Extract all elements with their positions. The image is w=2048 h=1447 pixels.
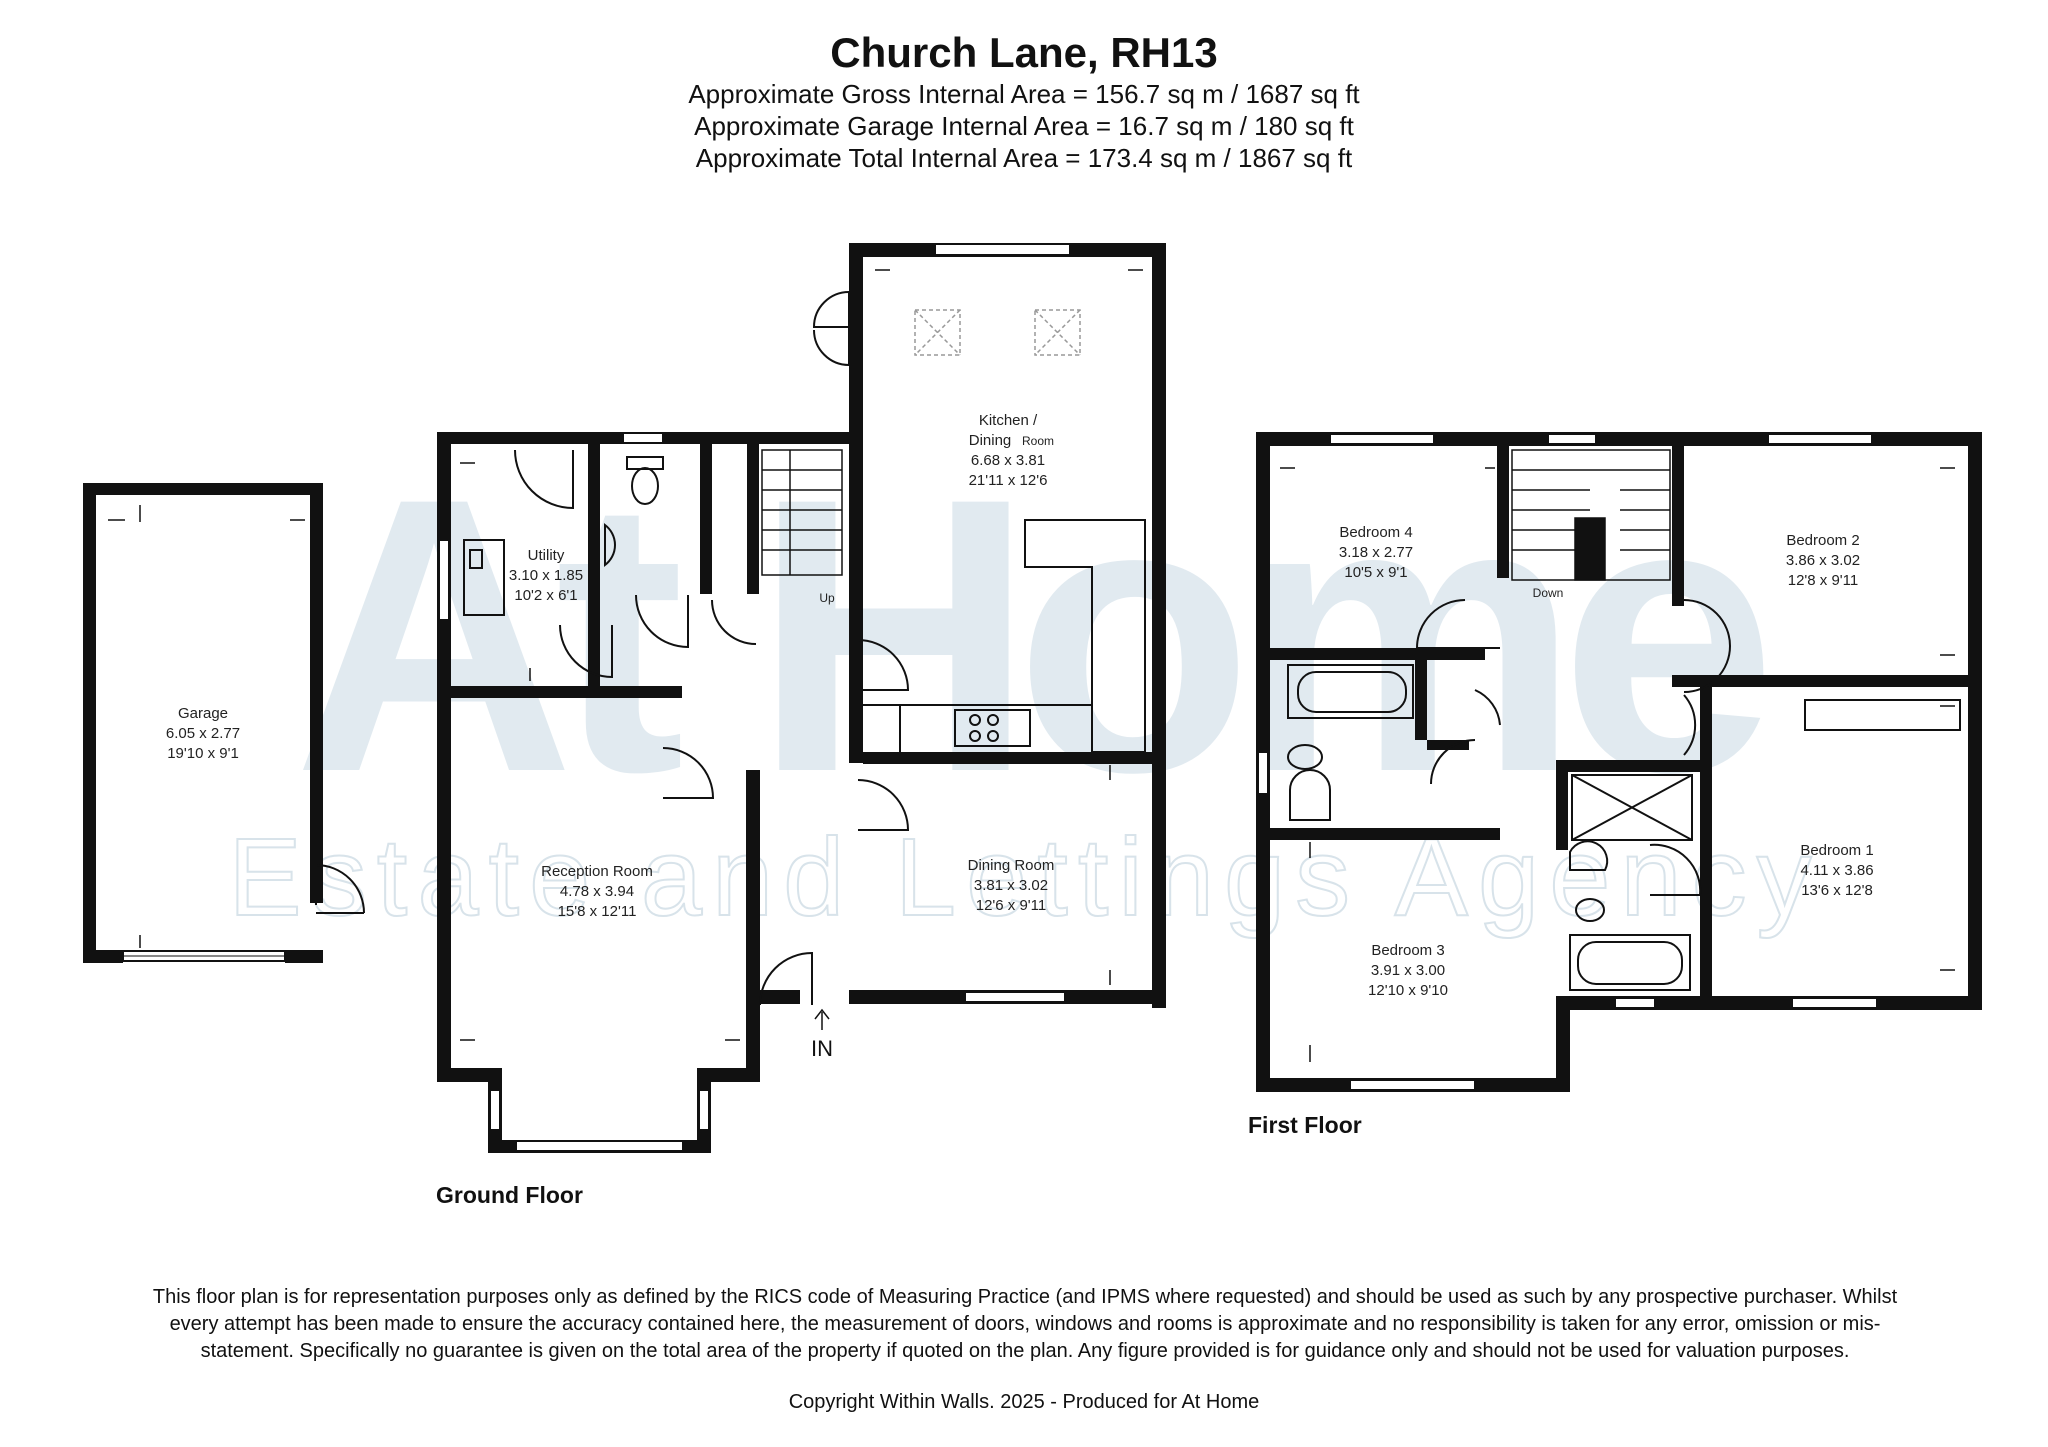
rooflights [914,309,1081,356]
first-doors [1415,599,1731,896]
utility-window [438,432,664,621]
kitchen-name-line1: Kitchen / [979,412,1038,429]
label-utility: Utility 3.10 x 1.85 10'2 x 6'1 [509,547,583,604]
bedroom4-imperial: 10'5 x 9'1 [1344,564,1407,581]
reception-imperial: 15'8 x 12'11 [558,903,637,920]
entrance-arrow-icon [814,1008,830,1030]
first-floor-label: First Floor [1248,1112,1362,1138]
ground-doors [514,449,910,1006]
garage-imperial: 19'10 x 9'1 [167,745,239,762]
total-area: Approximate Total Internal Area = 173.4 … [695,143,1353,173]
garage-door [122,950,286,962]
copyright-text: Copyright Within Walls. 2025 - Produced … [788,1391,1260,1413]
stairs-up-label: Up [819,591,835,605]
garage-metric: 6.05 x 2.77 [166,725,240,742]
bedroom1-imperial: 13'6 x 12'8 [1801,882,1873,899]
dining-window [964,991,1066,1003]
label-bedroom3: Bedroom 3 3.91 x 3.00 12'10 x 9'10 [1368,942,1448,999]
kitchen-worktop [863,519,1146,753]
reception-metric: 4.78 x 3.94 [560,883,634,900]
plan-header: Church Lane, RH13 Approximate Gross Inte… [0,28,2048,174]
utility-imperial: 10'2 x 6'1 [514,587,577,604]
kitchen-name-line2: Dining [969,432,1012,449]
garage-name: Garage [178,705,228,722]
garage-room [83,483,323,963]
first-staircase [1511,449,1671,581]
utility-name: Utility [528,547,565,564]
label-bedroom2: Bedroom 2 3.86 x 3.02 12'8 x 9'11 [1786,532,1860,589]
wc-fixtures [463,456,664,616]
bedroom3-name: Bedroom 3 [1371,942,1444,959]
reception-name: Reception Room [541,863,653,880]
label-dining: Dining Room 3.81 x 3.02 12'6 x 9'11 [968,857,1055,914]
label-bedroom4: Bedroom 4 3.18 x 2.77 10'5 x 9'1 [1339,524,1413,581]
kitchen-metric: 6.68 x 3.81 [971,452,1045,469]
entrance-label: IN [811,1036,833,1061]
bedroom2-name: Bedroom 2 [1786,532,1859,549]
label-bedroom1: Bedroom 1 4.11 x 3.86 13'6 x 12'8 [1800,842,1873,899]
bedroom3-imperial: 12'10 x 9'10 [1368,982,1448,999]
disclaimer-text: This floor plan is for representation pu… [152,1286,1898,1362]
dining-name: Dining Room [968,857,1055,874]
ground-floor-label: Ground Floor [436,1182,583,1208]
bedroom2-imperial: 12'8 x 9'11 [1788,572,1859,589]
gross-area: Approximate Gross Internal Area = 156.7 … [688,79,1360,109]
kitchen-name-line2-small: Room [1022,434,1054,448]
watermark-tagline: Estate and Lettings Agency [228,816,1821,939]
reception-bay-window [489,1089,710,1152]
utility-metric: 3.10 x 1.85 [509,567,583,584]
bathroom-fixtures [1287,664,1961,991]
bedroom2-metric: 3.86 x 3.02 [1786,552,1860,569]
patio-doors [812,291,850,366]
bedroom3-metric: 3.91 x 3.00 [1371,962,1445,979]
kitchen-top-window [934,243,1071,256]
kitchen-imperial: 21'11 x 12'6 [969,472,1048,489]
bedroom1-metric: 4.11 x 3.86 [1800,862,1873,879]
dining-imperial: 12'6 x 9'11 [976,897,1047,914]
stairs-down-label: Down [1533,586,1564,600]
ground-staircase [761,449,843,576]
label-reception: Reception Room 4.78 x 3.94 15'8 x 12'11 [541,863,653,920]
label-garage: Garage 6.05 x 2.77 19'10 x 9'1 [166,705,240,762]
garage-side-door [315,864,365,914]
bedroom4-name: Bedroom 4 [1339,524,1412,541]
bedroom1-name: Bedroom 1 [1800,842,1873,859]
label-kitchen: Kitchen / Dining Room 6.68 x 3.81 21'11 … [969,412,1054,489]
dining-metric: 3.81 x 3.02 [974,877,1048,894]
first-floor-windows [1257,433,1878,1091]
plan-title: Church Lane, RH13 [830,29,1218,76]
ground-floor-walls [437,243,1166,1153]
bedroom4-metric: 3.18 x 2.77 [1339,544,1413,561]
dimension-markers [108,269,1955,1062]
garage-area: Approximate Garage Internal Area = 16.7 … [694,111,1354,141]
watermark: At Home Estate and Lettings Agency [227,417,1821,940]
